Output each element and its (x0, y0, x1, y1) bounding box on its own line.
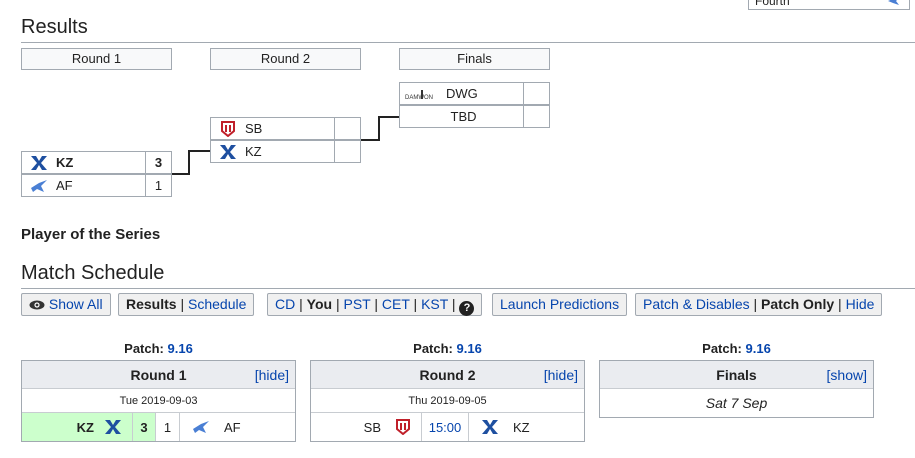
show-all-button[interactable]: Show All (21, 293, 111, 316)
card-title: Finals (716, 367, 757, 383)
patch-disables-option[interactable]: Patch & Disables (643, 296, 750, 312)
bracket-r2-slot-2[interactable]: KZ (210, 140, 361, 163)
team-name: AF (56, 178, 73, 193)
card-title: Round 2 (419, 367, 476, 383)
match-card-round2: Round 2 [hide] Thu 2019-09-05 SB 15:00 K… (310, 360, 585, 442)
team-name: TBD (450, 109, 477, 124)
hide-option[interactable]: Hide (845, 296, 875, 312)
patch-version[interactable]: 9.16 (167, 341, 193, 356)
patch-disables-toggle: Patch & Disables | Patch Only | Hide (635, 293, 883, 316)
results-schedule-toggle: Results | Schedule (118, 293, 255, 316)
sb-logo-icon (215, 120, 241, 137)
team-name: SB (245, 121, 263, 136)
match-card-round1: Round 1 [hide] Tue 2019-09-03 KZ 3 1 AF (21, 360, 296, 442)
team-score: 1 (145, 175, 171, 196)
bracket-connector (378, 116, 399, 118)
kz-logo-icon (26, 155, 52, 171)
team1-name: SB (363, 419, 381, 435)
hide-toggle[interactable]: [hide] (254, 367, 289, 383)
top-dropdown[interactable]: Fourth (748, 0, 910, 10)
launch-predictions-label: Launch Predictions (500, 296, 620, 312)
bracket-connector (172, 173, 189, 175)
kz-logo-icon (104, 419, 122, 435)
af-logo-icon (192, 420, 210, 434)
bracket-round2-header: Round 2 (210, 48, 361, 70)
match-card-finals: Finals [show] Sat 7 Sep (599, 360, 874, 418)
team-name: DWG (446, 86, 478, 101)
show-all-label: Show All (48, 296, 103, 312)
patch-version[interactable]: 9.16 (456, 341, 482, 356)
bracket-finals-slot-2[interactable]: TBD (399, 105, 550, 128)
team-name: KZ (245, 144, 262, 159)
bracket-r2-slot-1[interactable]: SB (210, 117, 361, 140)
dwg-logo-icon: DAMWON (404, 87, 442, 101)
bracket-r1-slot-2[interactable]: AF 1 (21, 174, 172, 197)
bracket-connector (188, 150, 210, 152)
results-option[interactable]: Results (126, 296, 177, 312)
bracket-r1-slot-1[interactable]: KZ 3 (21, 151, 172, 174)
match-row[interactable]: KZ 3 1 AF (22, 413, 295, 441)
tz-cd[interactable]: CD (275, 296, 296, 312)
hide-toggle[interactable]: [hide] (543, 367, 578, 383)
match-schedule-divider (21, 288, 915, 289)
eye-icon (29, 296, 49, 312)
top-dropdown-label: Fourth (755, 0, 790, 8)
bracket-connector (378, 116, 380, 141)
team-score (334, 141, 360, 162)
af-logo-icon (26, 179, 52, 193)
results-divider (21, 42, 915, 43)
player-of-series-heading: Player of the Series (21, 226, 161, 243)
team2-name: KZ (513, 419, 530, 435)
team1-name: KZ (76, 419, 94, 435)
patch-label: Patch: 9.16 (413, 341, 482, 356)
tz-kst[interactable]: KST (421, 296, 449, 312)
match-row[interactable]: SB 15:00 KZ (311, 413, 584, 441)
bracket-finals-slot-1[interactable]: DAMWON DWG (399, 82, 550, 105)
sb-logo-icon (395, 419, 411, 435)
patch-label: Patch: 9.16 (702, 341, 771, 356)
bird-icon (887, 0, 901, 7)
team-score (523, 83, 549, 104)
timezone-selector: CD | You | PST | CET | KST | ? (267, 293, 483, 316)
bracket-finals-header: Finals (399, 48, 550, 70)
kz-logo-icon (481, 419, 499, 435)
match-date: Tue 2019-09-03 (22, 389, 295, 413)
tz-pst[interactable]: PST (343, 296, 371, 312)
team2-name: AF (224, 419, 241, 435)
bracket-connector (361, 139, 380, 141)
results-heading: Results (21, 16, 88, 38)
tz-you[interactable]: You (306, 296, 333, 312)
bracket-connector (188, 150, 190, 175)
match-schedule-heading: Match Schedule (21, 262, 165, 284)
tz-cet[interactable]: CET (381, 296, 410, 312)
kz-logo-icon (215, 144, 241, 160)
team-score (523, 106, 549, 127)
team2-score: 1 (156, 413, 180, 441)
show-toggle[interactable]: [show] (826, 367, 867, 383)
bracket-round1-header: Round 1 (21, 48, 172, 70)
schedule-option[interactable]: Schedule (188, 296, 247, 312)
patch-label: Patch: 9.16 (124, 341, 193, 356)
help-icon[interactable]: ? (459, 301, 475, 316)
patch-only-option[interactable]: Patch Only (761, 296, 835, 312)
match-date: Thu 2019-09-05 (311, 389, 584, 413)
launch-predictions-button[interactable]: Launch Predictions (492, 293, 628, 316)
match-date: Sat 7 Sep (705, 395, 768, 411)
card-title: Round 1 (130, 367, 187, 383)
dwg-logo-text: DAMWON (405, 95, 433, 101)
team-score: 3 (145, 152, 171, 173)
team1-score: 3 (132, 413, 156, 441)
patch-version[interactable]: 9.16 (745, 341, 771, 356)
match-time[interactable]: 15:00 (421, 413, 469, 441)
team-name: KZ (56, 155, 74, 170)
team-score (334, 118, 360, 139)
